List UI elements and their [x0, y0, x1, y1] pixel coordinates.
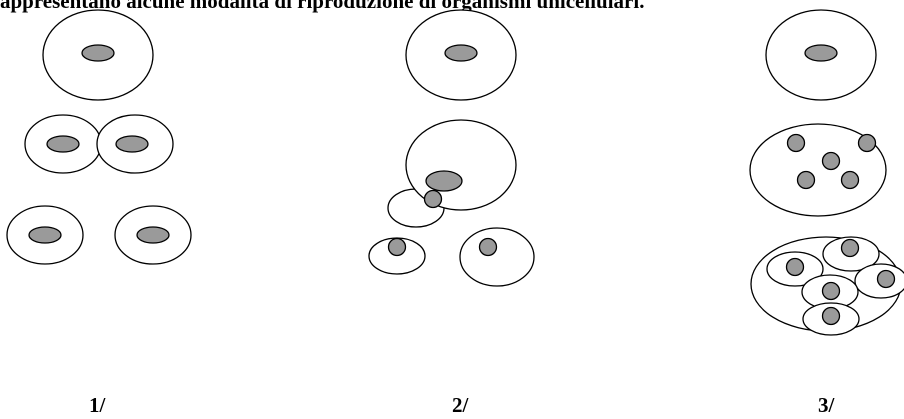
cell-membrane — [459, 227, 535, 287]
nucleus — [876, 269, 896, 289]
panel-2-label: 2/ — [452, 393, 470, 417]
nucleus — [136, 226, 170, 244]
parent-cell-after-budding — [459, 227, 535, 287]
nucleus — [857, 133, 877, 153]
dividing-cell-right — [96, 114, 174, 174]
bud-nucleus — [423, 189, 443, 209]
nucleus — [81, 44, 115, 62]
parent-cell — [42, 9, 154, 101]
nucleus — [804, 44, 838, 62]
nucleus — [444, 44, 478, 62]
panel-3-label: 3/ — [818, 393, 836, 417]
nucleus — [840, 238, 860, 258]
nucleus — [785, 257, 805, 277]
daughter-cell — [822, 236, 880, 272]
cell-membrane — [749, 123, 887, 217]
nucleus — [786, 133, 806, 153]
panel-1-label: 1/ — [89, 393, 107, 417]
nucleus — [478, 237, 498, 257]
parent-cell — [765, 9, 877, 101]
multinucleate-cell — [749, 123, 887, 217]
nucleus — [796, 170, 816, 190]
parent-cell — [405, 9, 517, 101]
nucleus — [840, 170, 860, 190]
nucleus — [46, 135, 80, 153]
diagram-title: appresentano alcune modalità di riproduz… — [0, 0, 645, 13]
daughter-bud-cell — [368, 237, 426, 275]
daughter-cell-left — [6, 205, 84, 265]
nucleus — [387, 237, 407, 257]
nucleus — [821, 281, 841, 301]
nucleus — [28, 226, 62, 244]
daughter-cell — [854, 263, 904, 299]
dividing-cell-left — [24, 114, 102, 174]
panel-3-multiple-fission: 3/ — [749, 9, 904, 417]
nucleus — [821, 151, 841, 171]
nucleus — [425, 170, 463, 192]
panel-2-budding: 2/ — [368, 9, 535, 417]
nucleus — [115, 135, 149, 153]
cell-membrane — [405, 119, 517, 211]
daughter-cell-right — [114, 205, 192, 265]
daughter-cell — [802, 302, 860, 336]
cell-with-daughter-cells — [750, 236, 904, 336]
daughter-cell — [766, 251, 824, 287]
panel-1-binary-fission: 1/ — [6, 9, 192, 417]
budding-cell — [387, 119, 517, 228]
nucleus — [821, 306, 841, 326]
